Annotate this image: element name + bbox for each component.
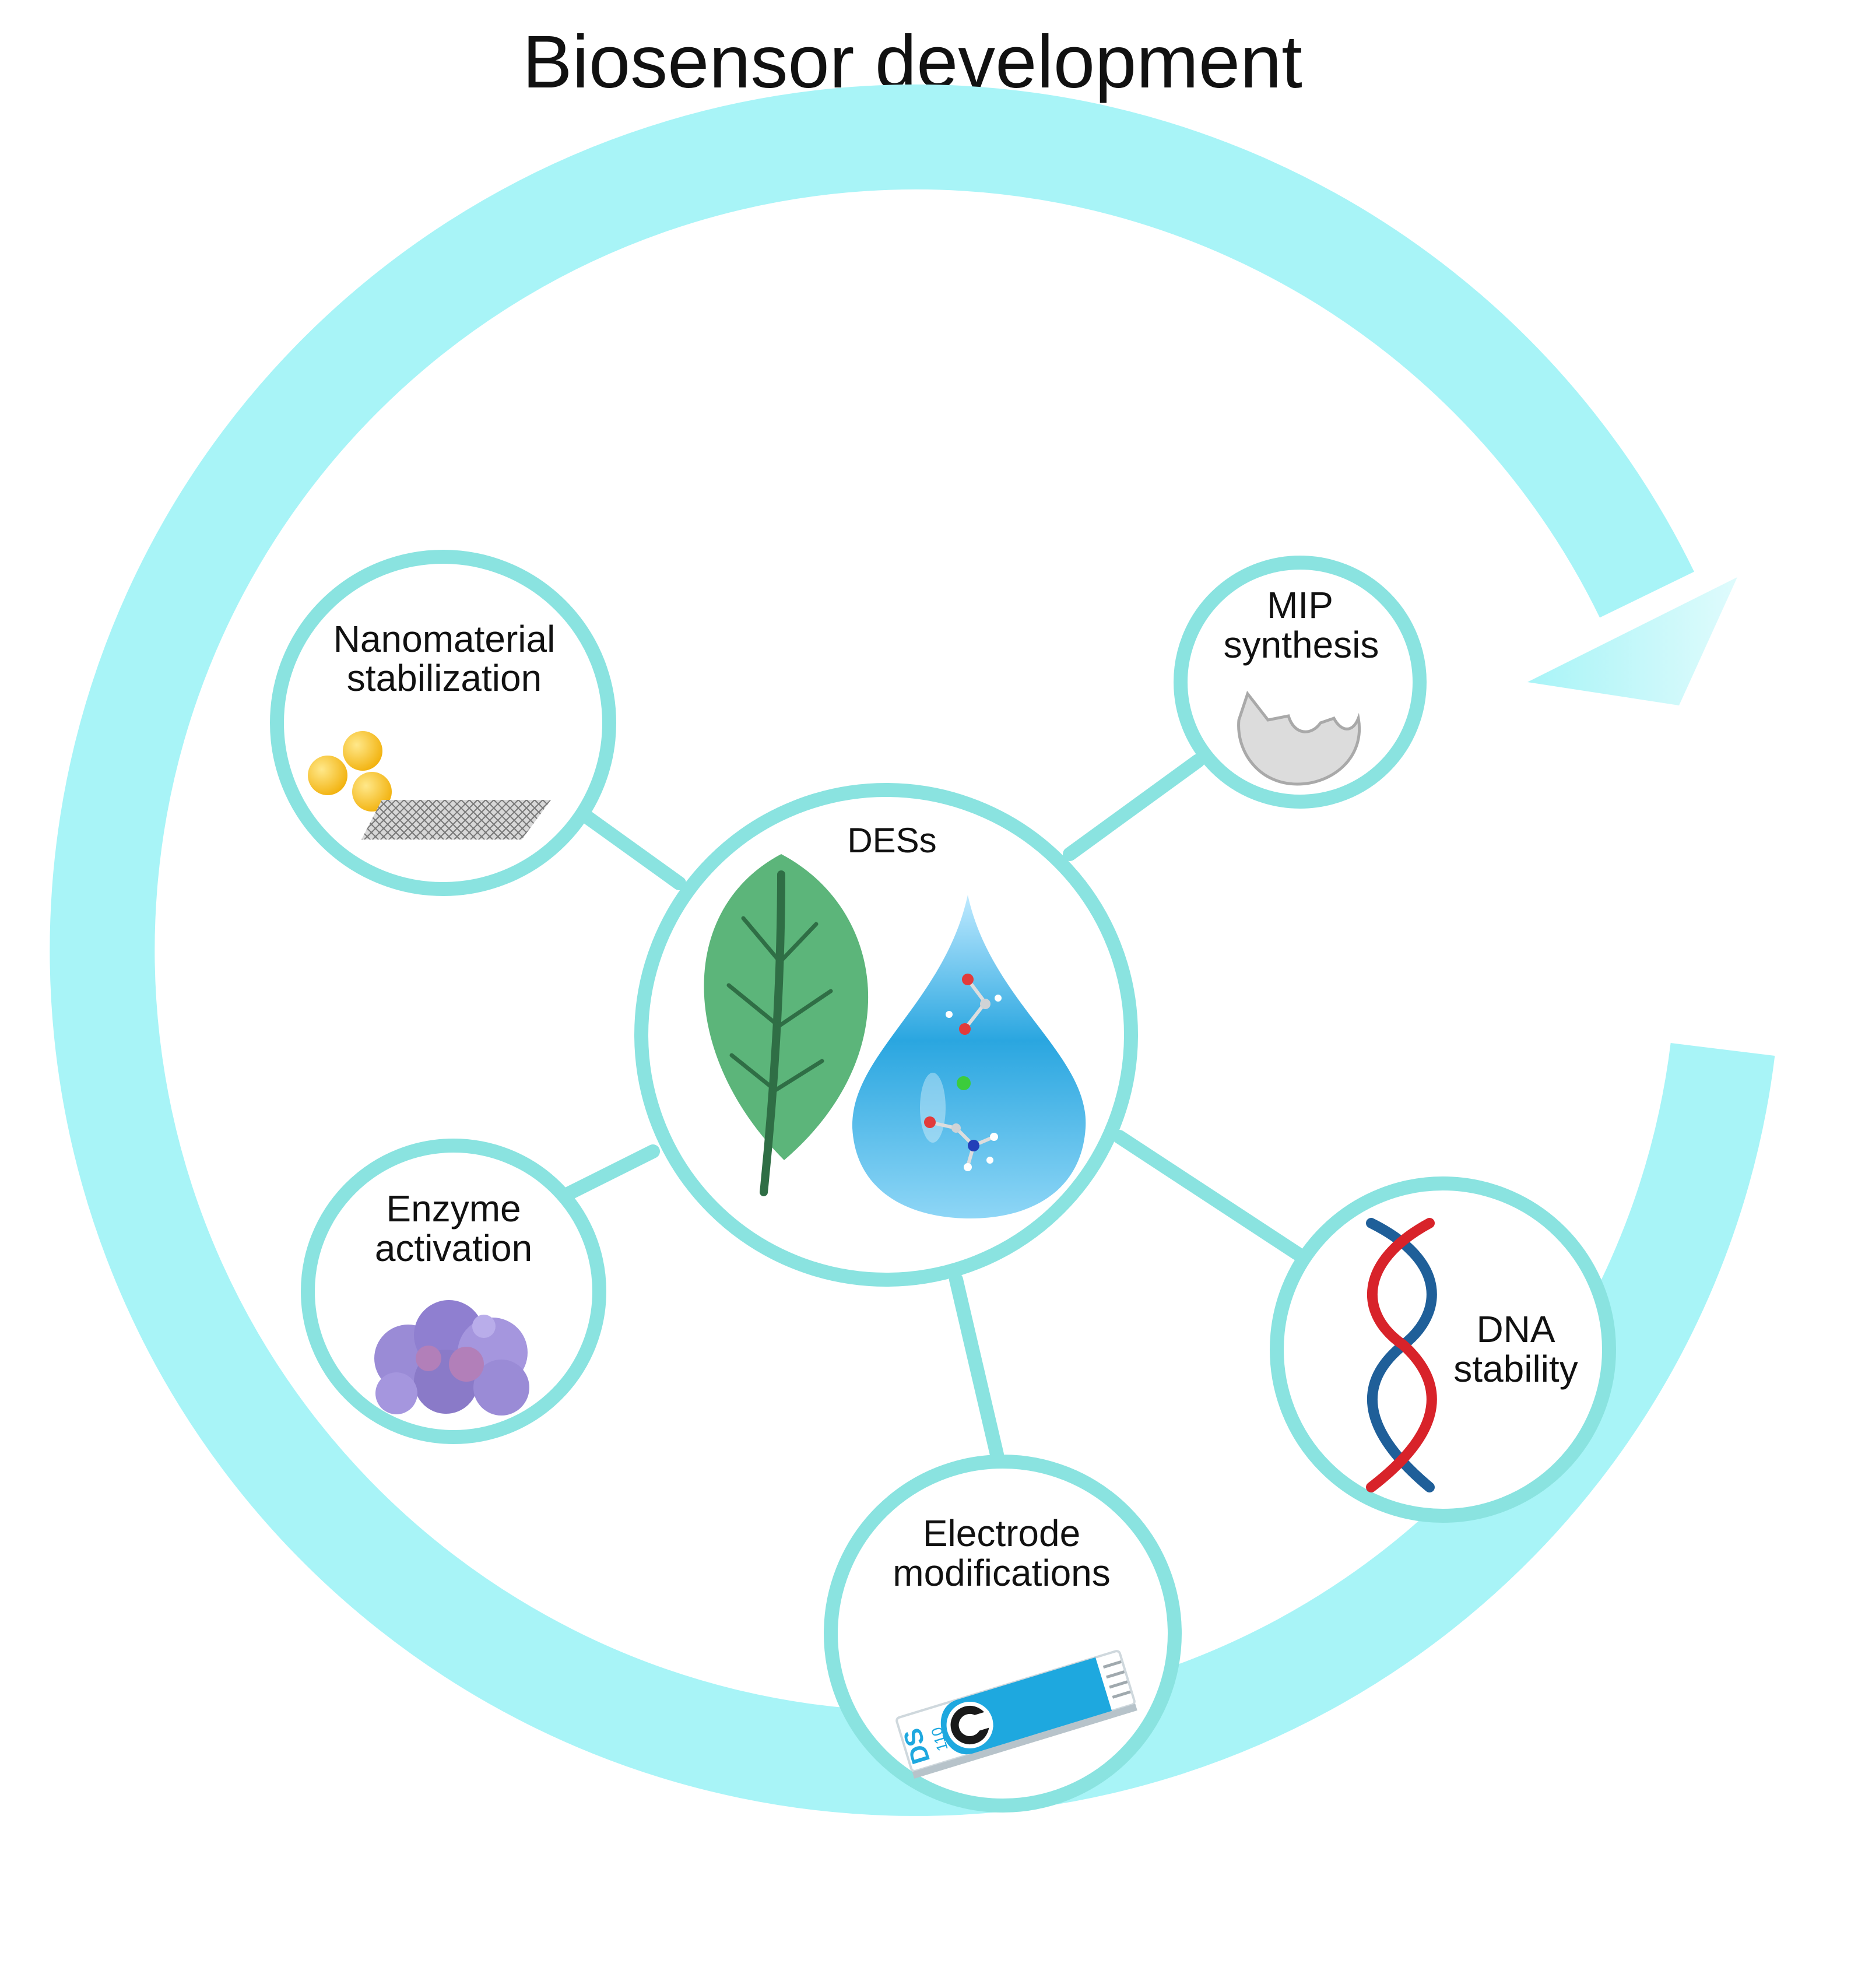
connector-enzyme [553, 1144, 660, 1205]
node-enzyme: Enzyme activation [301, 1139, 606, 1444]
mip-label-line2: synthesis [1224, 624, 1379, 666]
connector-nanomaterial [579, 809, 686, 890]
leaf-icon [704, 854, 869, 1196]
node-dna: DNA stability [1270, 1176, 1616, 1523]
imprinted-polymer-icon [1237, 690, 1361, 786]
node-ring [1270, 1176, 1616, 1523]
node-mip: MIP synthesis [1174, 556, 1427, 809]
test-strip-icon: DS 110 [895, 1650, 1137, 1779]
chloride-icon [957, 1076, 971, 1090]
graphene-sheet-icon [361, 800, 551, 840]
nanomaterial-label-line1: Nanomaterial [333, 618, 556, 660]
connector-electrode [949, 1273, 1004, 1462]
node-des: DESs [634, 783, 1138, 1287]
cycle-arrow [50, 84, 1775, 1816]
des-label: DESs [847, 821, 936, 860]
connector-lines [553, 754, 1304, 1462]
enzyme-icon [374, 1300, 529, 1416]
molecule-icon [946, 974, 1002, 1035]
connector-mip [1063, 754, 1205, 861]
electrode-label-line1: Electrode [923, 1512, 1080, 1554]
connector-dna [1112, 1130, 1304, 1260]
electrode-label-line2: modifications [893, 1552, 1111, 1594]
droplet-icon [852, 895, 1086, 1218]
dna-helix-icon [1366, 1218, 1437, 1492]
dna-label-line2: stability [1453, 1348, 1578, 1390]
enzyme-label-line1: Enzyme [386, 1188, 521, 1230]
nanomaterial-label-line2: stabilization [347, 657, 542, 699]
node-electrode: Electrode modifications DS 110 [824, 1455, 1182, 1813]
enzyme-label-line2: activation [375, 1227, 532, 1269]
node-nanomaterial: Nanomaterial stabilization [270, 550, 616, 896]
choline-molecule-icon [924, 1116, 998, 1171]
dna-label-line1: DNA [1476, 1308, 1555, 1350]
mip-label-line1: MIP [1267, 584, 1333, 626]
